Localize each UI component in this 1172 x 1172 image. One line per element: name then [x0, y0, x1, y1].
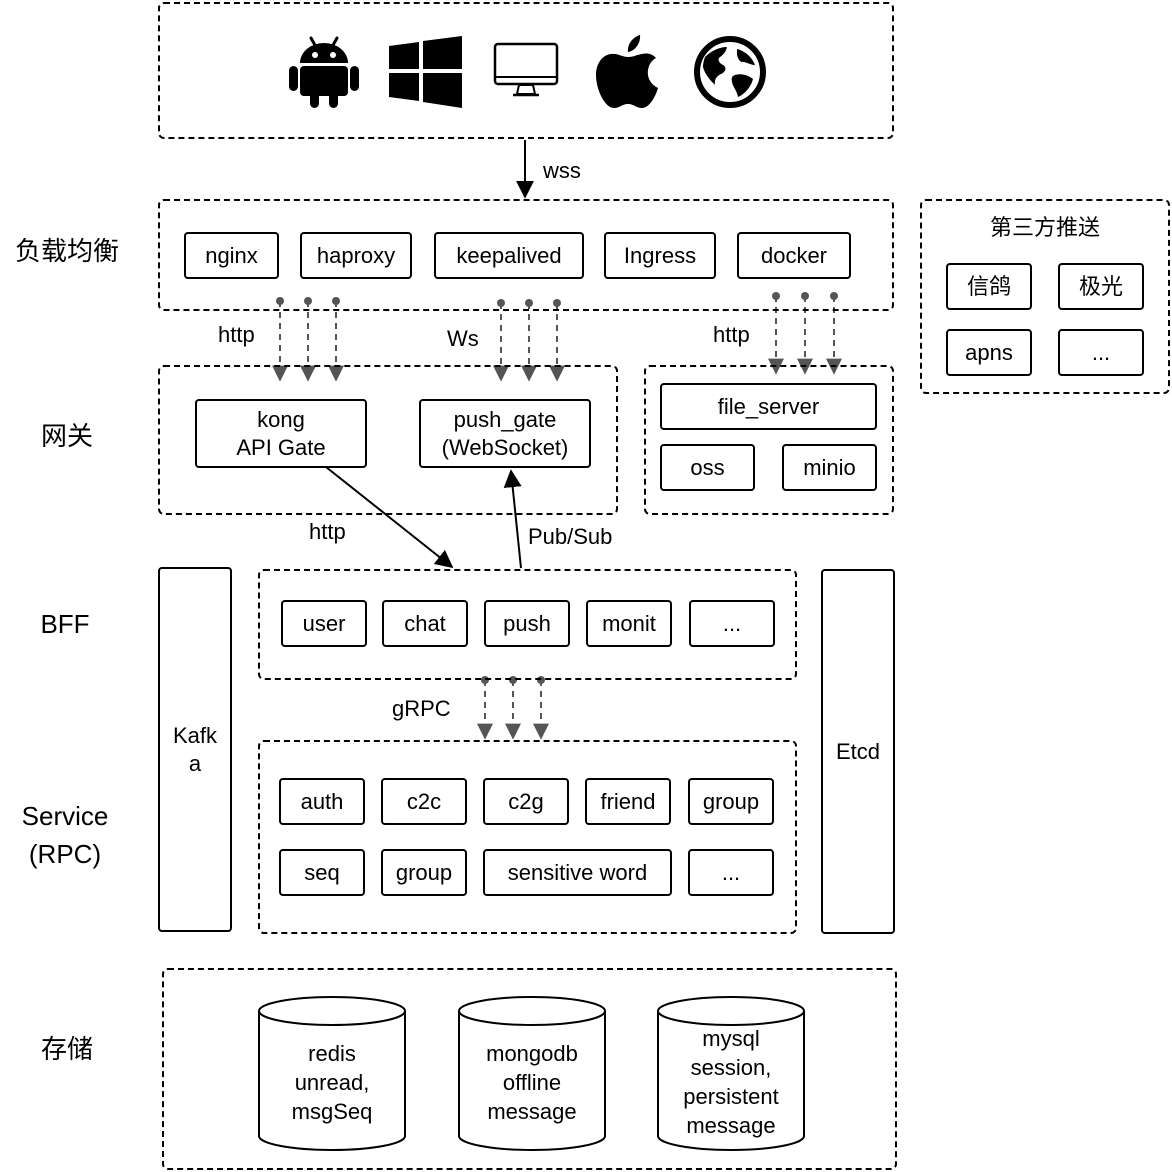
bff-group — [258, 569, 797, 680]
push-apns: apns — [946, 329, 1032, 376]
lb-nginx: nginx — [184, 232, 279, 279]
mongodb-cylinder — [458, 996, 606, 1151]
load-balance-group — [158, 199, 894, 311]
lb-ingress: Ingress — [604, 232, 716, 279]
svc-c2g: c2g — [483, 778, 569, 825]
file-storage-group — [644, 365, 894, 515]
load-balance-label: 负载均衡 — [14, 236, 119, 266]
svc-more: ... — [688, 849, 774, 896]
bff-label: BFF — [40, 609, 90, 639]
bff-more: ... — [689, 600, 775, 647]
lb-haproxy: haproxy — [300, 232, 412, 279]
push-jiguang: 极光 — [1058, 263, 1144, 310]
web-globe-icon — [694, 36, 766, 108]
http-down-label: http — [309, 519, 346, 544]
kong-to-bff-arrow — [325, 466, 454, 569]
push-more: ... — [1058, 329, 1144, 376]
bff-user: user — [281, 600, 367, 647]
desktop-icon — [493, 42, 559, 97]
clients-group — [158, 2, 894, 139]
svc-friend: friend — [585, 778, 671, 825]
mongodb-storage-label: mongodb offline message — [486, 1041, 578, 1124]
third-party-push-group — [920, 199, 1170, 394]
bff-chat: chat — [382, 600, 468, 647]
kong-api-gate: kong API Gate — [195, 399, 367, 468]
push-xinge: 信鸽 — [946, 263, 1032, 310]
svc-auth: auth — [279, 778, 365, 825]
grpc-label: gRPC — [392, 696, 451, 721]
apple-icon — [596, 35, 658, 108]
bff-to-service-arrows — [477, 676, 549, 740]
storage-label: 存储 — [40, 1034, 93, 1064]
lb-to-file-server-arrows — [768, 292, 842, 375]
ws-label: Ws — [447, 326, 479, 351]
etcd-registry: Etcd — [821, 569, 895, 934]
svc-group-2: group — [381, 849, 467, 896]
kafka-bus: Kafk a — [158, 567, 232, 932]
svc-c2c: c2c — [381, 778, 467, 825]
service-group — [258, 740, 797, 934]
gateway-group — [158, 365, 618, 515]
svc-sensitive-word: sensitive word — [483, 849, 672, 896]
storage-group — [162, 968, 897, 1170]
redis-cylinder — [258, 996, 406, 1151]
mysql-storage-label: mysql session, persistent message — [683, 1026, 779, 1138]
push-gate: push_gate (WebSocket) — [419, 399, 591, 468]
redis-storage-label: redis unread, msgSeq — [291, 1041, 373, 1124]
http-left-label: http — [218, 322, 255, 347]
http-right-label: http — [713, 322, 750, 347]
file-server: file_server — [660, 383, 877, 430]
bff-push: push — [484, 600, 570, 647]
lb-to-push-gate-arrows — [493, 299, 565, 382]
service-label: Service (RPC) — [21, 801, 109, 869]
wss-label: wss — [543, 158, 581, 183]
gateway-label: 网关 — [40, 421, 93, 451]
svc-seq: seq — [279, 849, 365, 896]
bff-to-push-gate-arrow — [503, 469, 522, 569]
bff-monit: monit — [586, 600, 672, 647]
windows-icon — [389, 36, 462, 108]
android-icon — [289, 36, 359, 108]
third-party-push-title: 第三方推送 — [989, 215, 1100, 240]
file-minio: minio — [782, 444, 877, 491]
mysql-cylinder — [657, 996, 805, 1151]
pubsub-label: Pub/Sub — [528, 524, 613, 549]
file-oss: oss — [660, 444, 755, 491]
lb-to-kong-arrows — [272, 297, 344, 382]
svc-group: group — [688, 778, 774, 825]
lb-docker: docker — [737, 232, 851, 279]
lb-keepalived: keepalived — [434, 232, 584, 279]
